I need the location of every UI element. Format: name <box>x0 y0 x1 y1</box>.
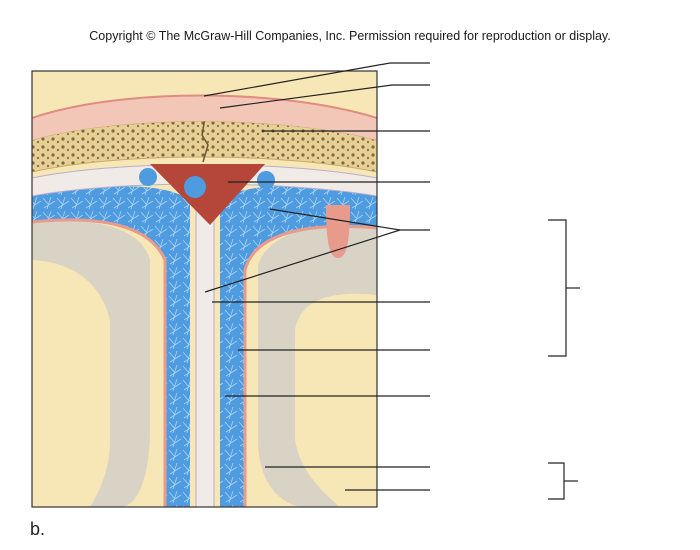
anatomy-illustration <box>32 71 377 507</box>
sagittal-suture <box>201 117 209 163</box>
leader-lines <box>203 62 430 491</box>
pia-mater-right <box>243 224 377 507</box>
bracket-meninges <box>548 219 567 357</box>
arachnoid-granulation-right <box>257 171 275 189</box>
leader-line-1 <box>203 62 430 97</box>
leader-line-5b <box>204 229 401 293</box>
leader-line-2 <box>219 84 430 109</box>
white-matter-left <box>32 260 110 507</box>
brackets <box>548 219 580 500</box>
scalp <box>32 95 377 140</box>
superior-sagittal-sinus <box>150 164 265 225</box>
bracket-brain <box>548 462 565 500</box>
skull-bone <box>32 120 377 173</box>
scalp-surface <box>32 94 377 119</box>
subarachnoid-left <box>32 186 190 507</box>
copyright-notice: Copyright © The McGraw-Hill Companies, I… <box>89 29 611 43</box>
arachnoid-granulation-left <box>139 168 157 186</box>
panel-label: b. <box>30 519 46 539</box>
cerebral-vessel <box>326 205 350 258</box>
falx-cerebri <box>195 204 215 507</box>
pia-mater-left <box>32 218 167 507</box>
white-matter-right <box>295 293 377 507</box>
arachnoid-granulation-center <box>184 176 206 198</box>
subarachnoid-right <box>220 186 377 507</box>
figure-frame <box>31 70 378 508</box>
